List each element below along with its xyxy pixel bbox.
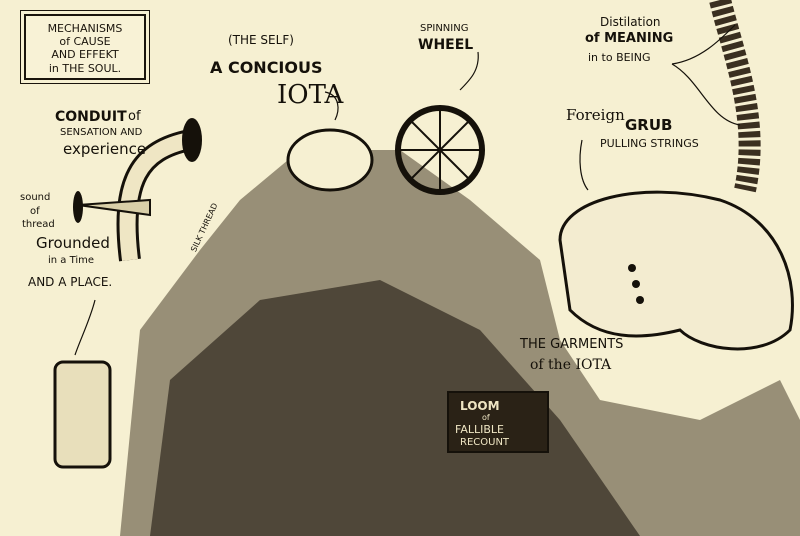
label-recount: RECOUNT bbox=[460, 437, 510, 448]
title-line: of CAUSE bbox=[59, 35, 111, 49]
label-iota: IOTA bbox=[277, 80, 344, 110]
title-line: MECHANISMS bbox=[47, 22, 123, 35]
label-wheel: WHEEL bbox=[418, 37, 474, 53]
label-spinning: SPINNING bbox=[420, 23, 469, 34]
label-in-a-time: in a Time bbox=[48, 255, 95, 266]
label-grounded: Grounded bbox=[36, 234, 110, 252]
label-garments: THE GARMENTS bbox=[520, 337, 624, 352]
label-loom-of: of bbox=[482, 413, 490, 422]
label-experience: experience bbox=[63, 140, 147, 158]
label-of-the-iota: of the IOTA bbox=[530, 357, 612, 373]
label-foreign: Foreign bbox=[566, 106, 625, 124]
label-grub: GRUB bbox=[625, 116, 673, 134]
label-fallible: FALLIBLE bbox=[455, 423, 504, 436]
label-thread: thread bbox=[22, 219, 55, 230]
loom-sign bbox=[447, 391, 549, 453]
spinning-wheel bbox=[395, 105, 485, 195]
title-line: in THE SOUL. bbox=[48, 61, 122, 75]
iota-head bbox=[286, 128, 374, 192]
label-place: AND A PLACE. bbox=[28, 275, 113, 289]
notebook-edge bbox=[2, 40, 5, 520]
label-sound-of: of bbox=[30, 206, 40, 217]
grub-creature bbox=[558, 190, 794, 351]
label-sensation: SENSATION AND bbox=[60, 127, 143, 138]
label-sound: sound bbox=[20, 192, 51, 203]
label-loom: LOOM bbox=[460, 399, 500, 413]
device-box bbox=[53, 360, 112, 469]
label-meaning: of MEANING bbox=[585, 31, 674, 46]
title-line: AND EFFEKT bbox=[51, 48, 119, 62]
label-the-self: (THE SELF) bbox=[228, 33, 294, 47]
annotation-arrows bbox=[74, 24, 741, 356]
label-being: in to BEING bbox=[588, 51, 651, 64]
label-conduit-of: of bbox=[128, 109, 141, 124]
label-pulling-strings: PULLING STRINGS bbox=[600, 137, 699, 150]
label-distilation: Distilation bbox=[600, 15, 661, 29]
label-conduit: CONDUIT bbox=[55, 109, 127, 125]
label-conscious: A CONCIOUS bbox=[210, 58, 323, 77]
title-plaque: MECHANISMS of CAUSE AND EFFEKT in THE SO… bbox=[20, 10, 150, 84]
rope bbox=[709, 0, 761, 193]
